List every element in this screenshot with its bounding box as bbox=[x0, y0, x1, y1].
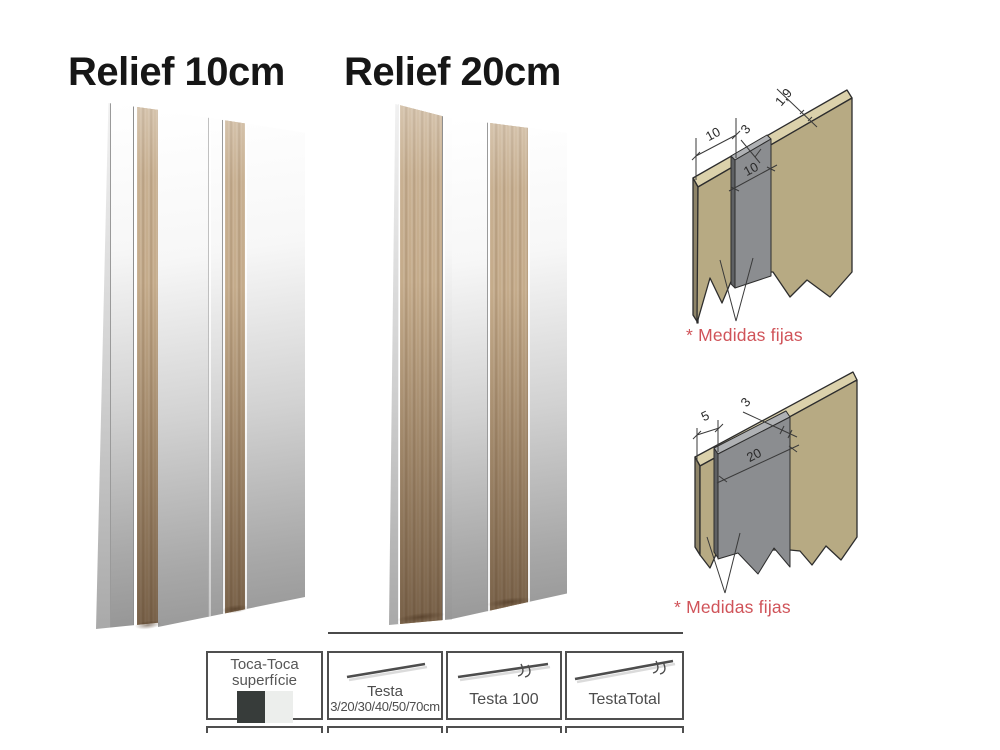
surface-swatches bbox=[236, 691, 293, 723]
testa-total-profile-icon bbox=[574, 659, 675, 684]
wood-strip bbox=[400, 104, 442, 625]
testa-100-label: Testa 100 bbox=[469, 691, 539, 708]
testa-sizes-label: 3/20/30/40/50/70cm bbox=[330, 699, 440, 714]
dim-groove-20: 20 bbox=[744, 445, 764, 465]
wood-strip bbox=[490, 118, 528, 619]
dim-groove-10: 10 bbox=[741, 159, 761, 179]
fixed-measures-note: * Medidas fijas bbox=[674, 597, 791, 617]
panel-groove bbox=[245, 110, 247, 627]
panel-groove bbox=[487, 118, 491, 619]
dimension-labels: 10 3 1,9 10 bbox=[703, 85, 795, 179]
dim-gap-3: 3 bbox=[737, 122, 753, 137]
testa-label: Testa bbox=[367, 683, 403, 700]
panel-groove bbox=[133, 103, 138, 629]
groove-front-face bbox=[734, 138, 772, 289]
relief-10-section-diagram: 10 3 1,9 10 bbox=[691, 85, 853, 324]
light-surface-swatch bbox=[264, 691, 293, 723]
mirror-strip bbox=[445, 104, 452, 625]
legend-next-row-fragment bbox=[206, 726, 323, 733]
panel-edge bbox=[96, 103, 111, 629]
testa-total-label: TestaTotal bbox=[588, 691, 661, 708]
dark-surface-swatch bbox=[236, 691, 265, 723]
legend-testa-100-box: Testa 100 bbox=[446, 651, 562, 720]
relief-10-panel-main-piece bbox=[158, 110, 305, 627]
legend-next-row-fragment bbox=[565, 726, 684, 733]
panel-seam bbox=[208, 110, 211, 627]
relief-10-panel-left-piece bbox=[96, 103, 158, 629]
dim-left-10: 10 bbox=[703, 124, 723, 144]
panel-groove bbox=[442, 104, 446, 625]
dim-left-5: 5 bbox=[699, 408, 712, 425]
groove-side-face bbox=[713, 447, 719, 559]
wood-strip bbox=[137, 103, 158, 629]
surface-label-line1: Toca-Toca bbox=[230, 656, 299, 673]
title-relief-10cm: Relief 10cm bbox=[68, 50, 285, 94]
groove-side-face bbox=[730, 155, 736, 289]
legend-surface-box: Toca-Toca superfície bbox=[206, 651, 323, 723]
surface-label-line2: superfície bbox=[231, 672, 298, 689]
title-relief-20cm: Relief 20cm bbox=[344, 50, 561, 94]
dimension-lines bbox=[691, 88, 818, 322]
testa-profile-icon bbox=[346, 662, 428, 682]
separator-line bbox=[328, 632, 683, 634]
legend-next-row-fragment bbox=[446, 726, 562, 733]
panel-side-face bbox=[694, 456, 701, 556]
legend-testa-box: Testa 3/20/30/40/50/70cm bbox=[327, 651, 443, 720]
relief-20-panel-main-piece bbox=[452, 118, 567, 619]
wood-strip bbox=[225, 110, 245, 627]
relief-20-section-diagram: 5 3 20 bbox=[692, 371, 858, 594]
panel-groove bbox=[398, 104, 400, 625]
mirror-strip bbox=[111, 103, 133, 629]
relief-20-panel-left-piece bbox=[389, 104, 452, 625]
testa-100-profile-icon bbox=[457, 662, 551, 682]
legend-testa-total-box: TestaTotal bbox=[565, 651, 684, 720]
dim-thickness-1-9: 1,9 bbox=[772, 85, 795, 108]
panel-groove bbox=[528, 118, 530, 619]
groove-front-face bbox=[717, 416, 791, 575]
fixed-measures-note: * Medidas fijas bbox=[686, 325, 803, 345]
legend-next-row-fragment bbox=[327, 726, 443, 733]
dimension-lines bbox=[692, 411, 800, 594]
dim-gap-3: 3 bbox=[737, 395, 753, 410]
panel-groove bbox=[222, 110, 226, 627]
